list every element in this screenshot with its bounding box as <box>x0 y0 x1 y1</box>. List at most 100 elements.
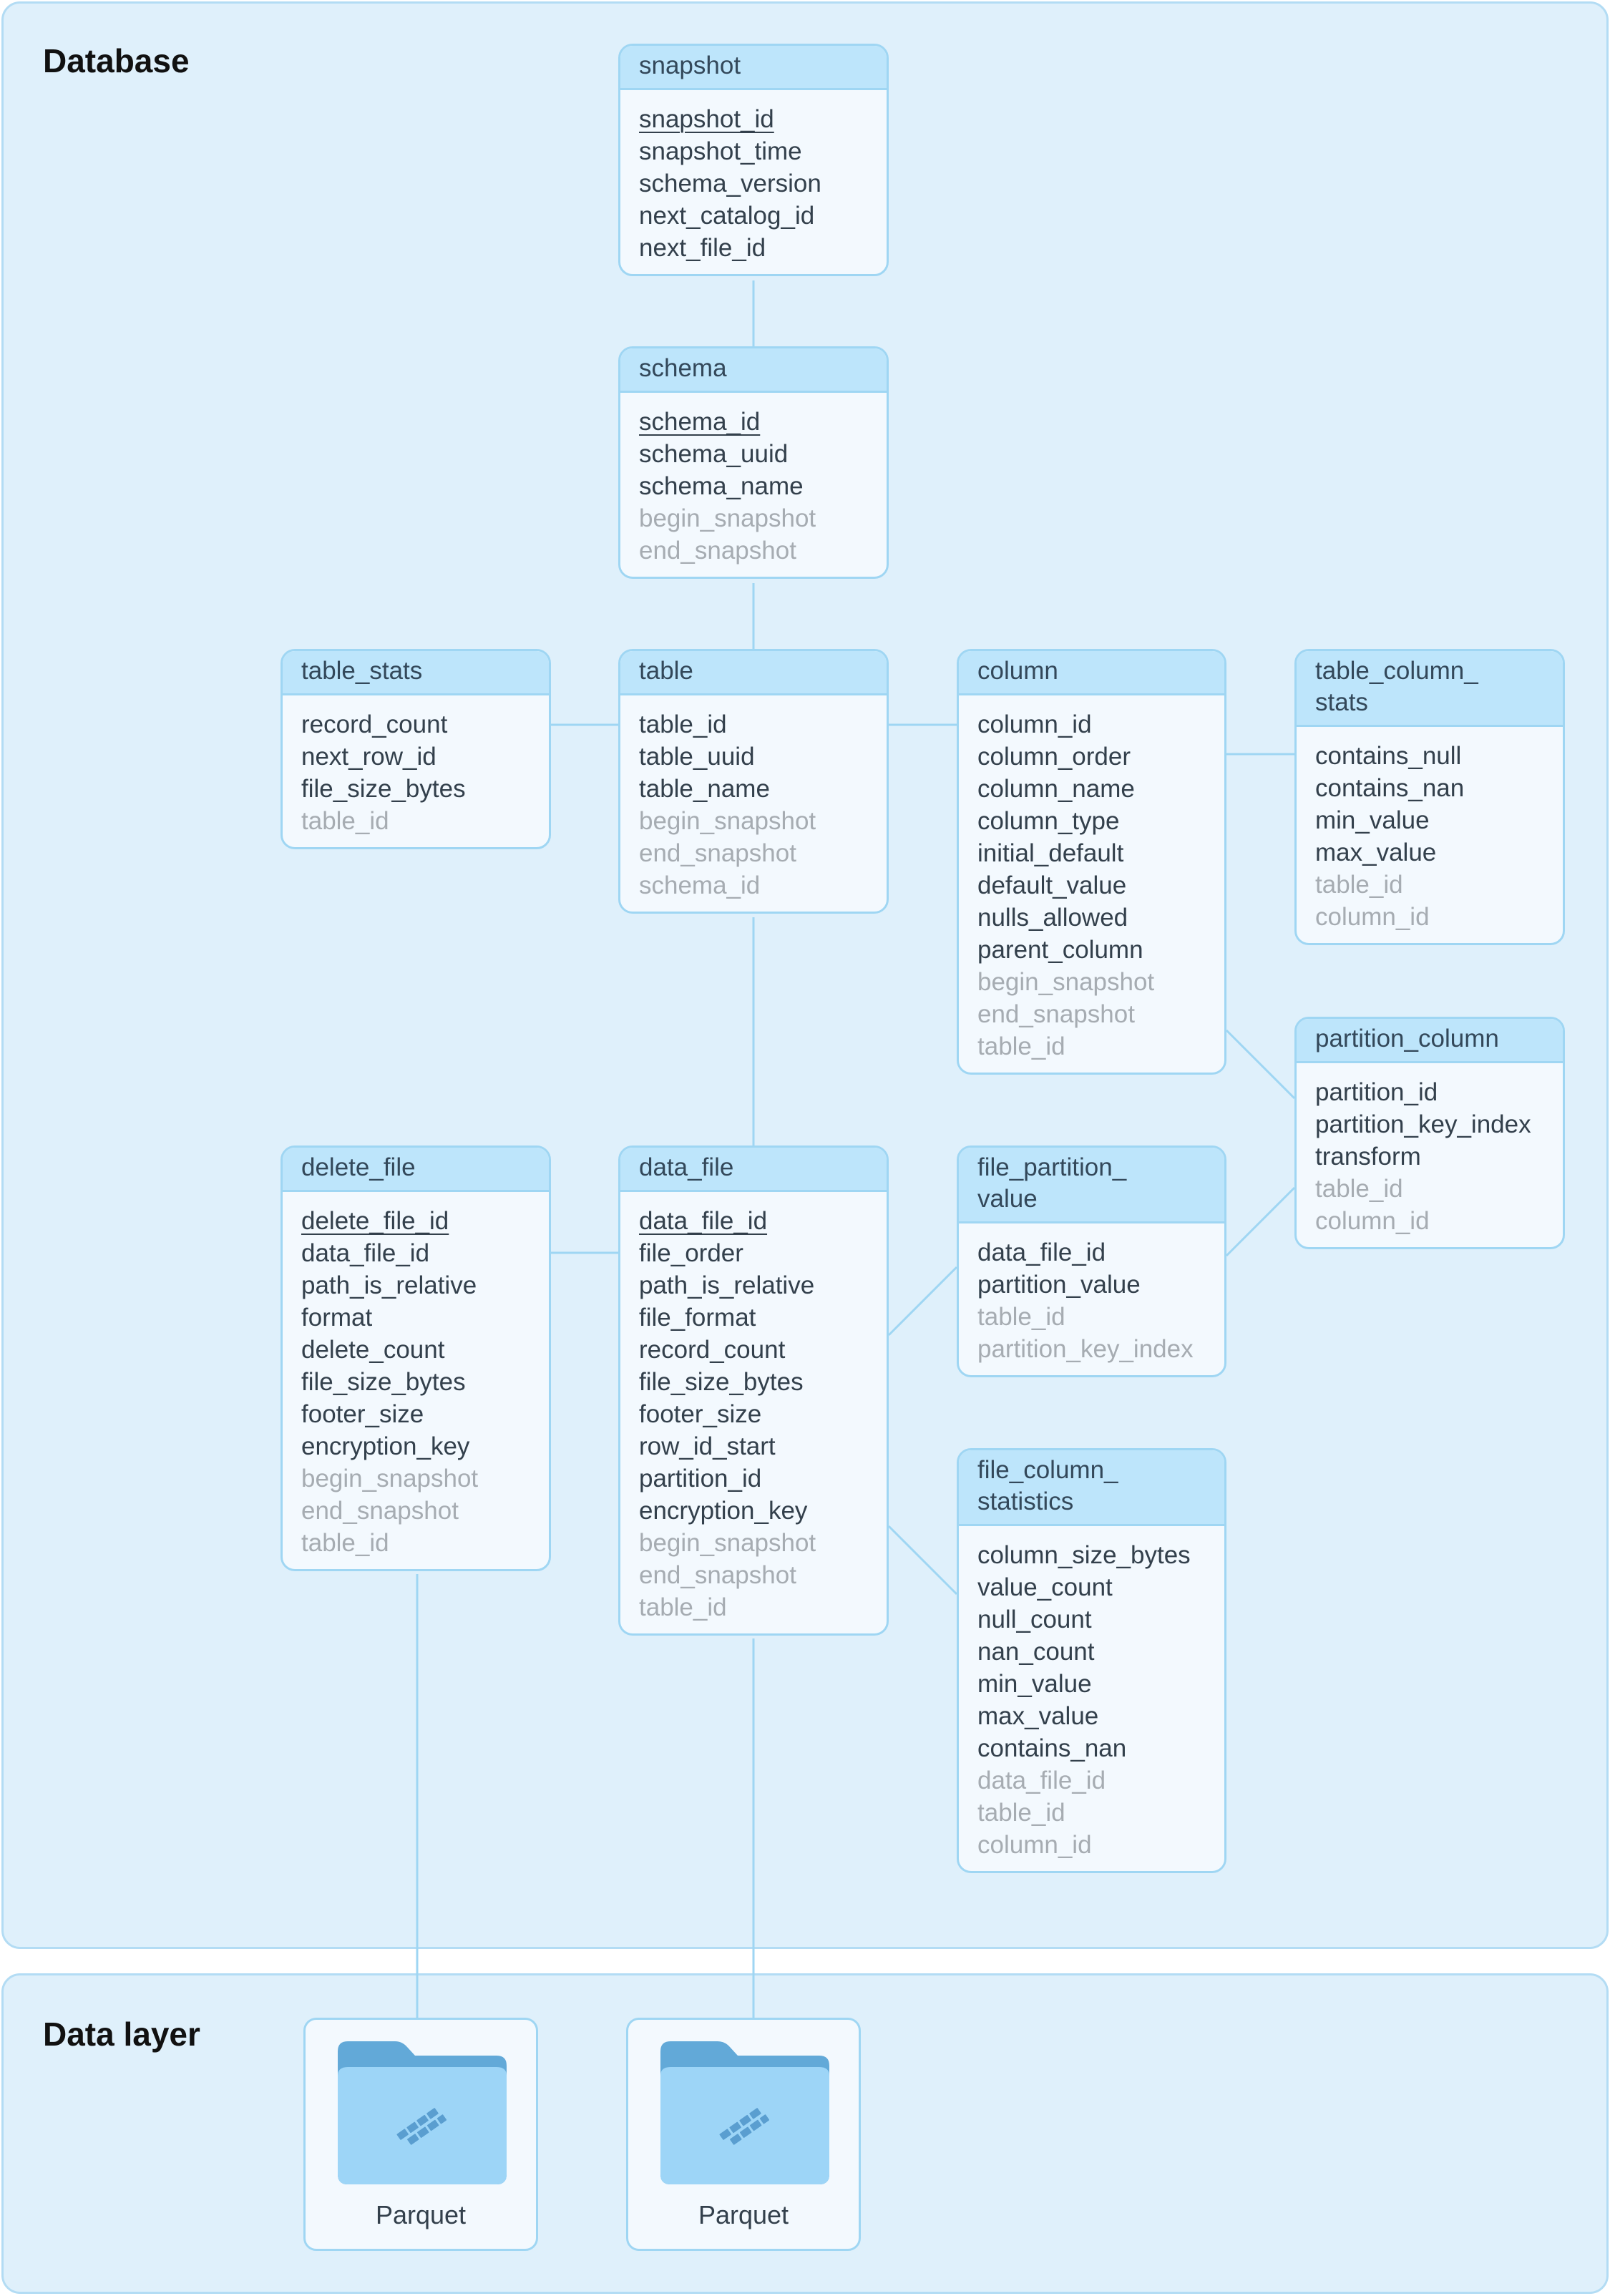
field: next_file_id <box>639 234 766 262</box>
table-column-stats-table[interactable]: table_column_ stats contains_null contains… <box>1294 649 1565 945</box>
field: null_count <box>977 1606 1092 1633</box>
table-title: table_stats <box>283 651 549 695</box>
field: schema_name <box>639 472 804 500</box>
field: encryption_key <box>301 1432 470 1460</box>
field: footer_size <box>301 1400 424 1428</box>
table-title: table <box>620 651 887 695</box>
table-table[interactable]: table table_id table_uuid table_name begin_s… <box>618 649 889 914</box>
reference-field: end_snapshot <box>301 1497 459 1525</box>
parquet-storage-1[interactable]: Parquet <box>303 2018 538 2251</box>
link-data_file-file_column_statistics <box>887 1525 958 1596</box>
table-title: data_file <box>620 1148 887 1192</box>
folder-icon <box>660 2041 829 2184</box>
field: row_id_start <box>639 1432 776 1460</box>
field: column_order <box>977 743 1131 771</box>
reference-field: end_snapshot <box>977 1000 1135 1028</box>
link-data_file-file_partition_value <box>887 1266 958 1337</box>
reference-field: end_snapshot <box>639 1561 796 1589</box>
table-title: partition_column <box>1297 1019 1563 1063</box>
parquet-label: Parquet <box>698 2200 789 2229</box>
field: data_file_id <box>301 1239 430 1267</box>
field: table_name <box>639 775 770 803</box>
reference-field: table_id <box>977 1799 1065 1827</box>
field: max_value <box>1315 839 1437 866</box>
field: file_format <box>639 1304 756 1332</box>
field: encryption_key <box>639 1497 808 1525</box>
reference-field: table_id <box>639 1593 727 1621</box>
field: column_name <box>977 775 1135 803</box>
field: record_count <box>301 710 448 738</box>
field: partition_key_index <box>1315 1110 1531 1138</box>
field: contains_null <box>1315 742 1462 770</box>
table-title: file_column_ statistics <box>959 1450 1224 1526</box>
reference-field: end_snapshot <box>639 537 796 565</box>
field: file_size_bytes <box>301 1368 466 1396</box>
table-title: delete_file <box>283 1148 549 1192</box>
field: schema_uuid <box>639 440 789 468</box>
field: file_size_bytes <box>639 1368 804 1396</box>
reference-field: column_id <box>977 1831 1092 1859</box>
reference-field: table_id <box>301 1529 389 1557</box>
folder-icon <box>338 2041 507 2184</box>
field: max_value <box>977 1702 1099 1730</box>
field: partition_value <box>977 1271 1141 1299</box>
parquet-storage-2[interactable]: Parquet <box>626 2018 861 2251</box>
field: next_row_id <box>301 743 436 771</box>
parquet-label: Parquet <box>375 2200 467 2229</box>
reference-field: begin_snapshot <box>639 1529 816 1557</box>
reference-field: partition_key_index <box>977 1335 1194 1363</box>
field-list: schema_id schema_uuid schema_name begin_sna… <box>620 393 887 577</box>
field: format <box>301 1304 373 1332</box>
reference-field: begin_snapshot <box>977 968 1155 996</box>
link-file_partition_value-partition_column <box>1225 1186 1296 1257</box>
reference-field: begin_snapshot <box>639 807 816 835</box>
reference-field: table_id <box>977 1303 1065 1331</box>
field: contains_nan <box>1315 774 1465 802</box>
reference-field: table_id <box>301 807 389 835</box>
reference-field: begin_snapshot <box>301 1465 479 1493</box>
primary-key-field: schema_id <box>639 408 761 436</box>
field: partition_id <box>639 1465 762 1493</box>
primary-key-field: snapshot_id <box>639 105 774 133</box>
reference-field: end_snapshot <box>639 839 796 867</box>
reference-field: table_id <box>1315 871 1403 899</box>
field: path_is_relative <box>639 1271 815 1299</box>
field: table_uuid <box>639 743 755 771</box>
field-list: table_id table_uuid table_name begin_snapsh… <box>620 695 887 912</box>
field: delete_count <box>301 1336 445 1364</box>
field: path_is_relative <box>301 1271 477 1299</box>
field: min_value <box>977 1670 1092 1698</box>
reference-field: column_id <box>1315 903 1430 931</box>
field: nan_count <box>977 1638 1095 1666</box>
table-title: table_column_ stats <box>1297 651 1563 727</box>
data-layer-region-title: Data layer <box>43 2016 200 2053</box>
field: parent_column <box>977 936 1143 964</box>
field: default_value <box>977 871 1127 899</box>
field: contains_nan <box>977 1734 1127 1762</box>
reference-field: table_id <box>977 1032 1065 1060</box>
field: nulls_allowed <box>977 904 1128 932</box>
field: value_count <box>977 1573 1113 1601</box>
database-region-title: Database <box>43 42 190 79</box>
primary-key-field: data_file_id <box>639 1207 768 1235</box>
field: table_id <box>639 710 727 738</box>
reference-field: begin_snapshot <box>639 504 816 532</box>
link-column-partition_column <box>1225 1029 1296 1100</box>
